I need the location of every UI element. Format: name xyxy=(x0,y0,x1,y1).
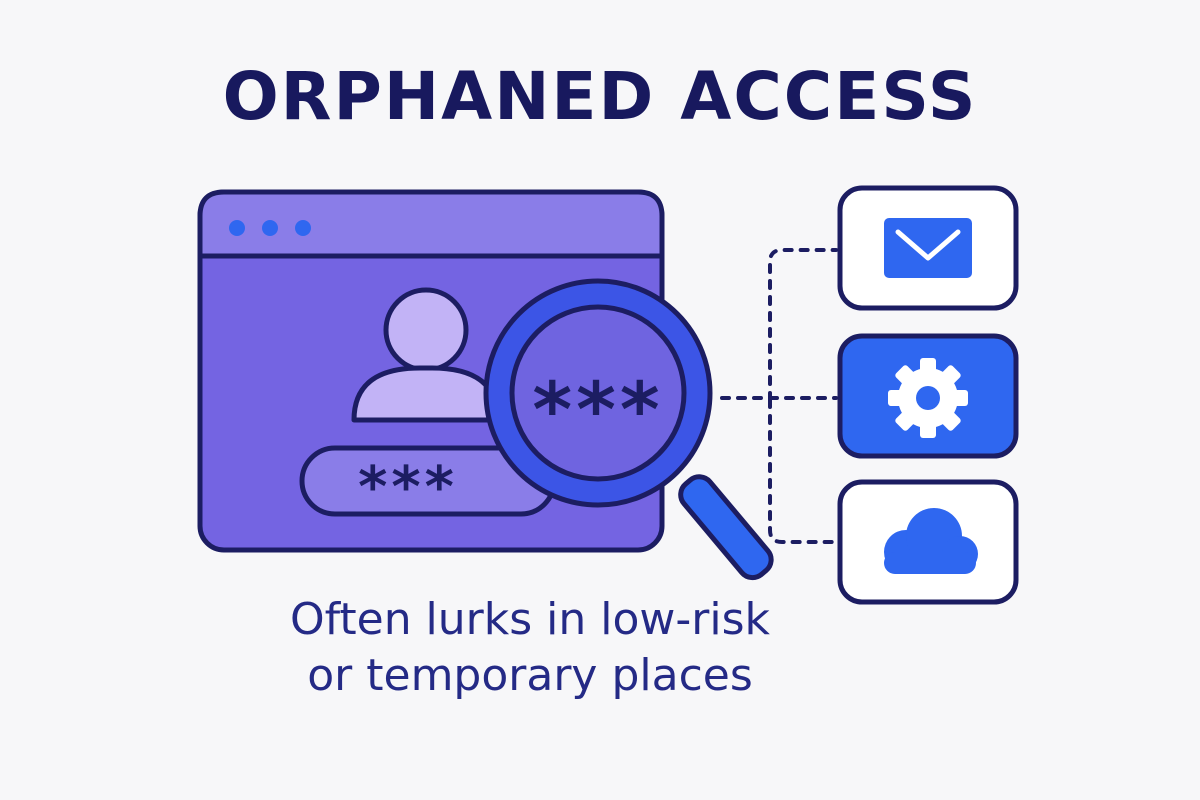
magnifier-handle xyxy=(678,474,774,581)
window-dot-1 xyxy=(229,220,245,236)
envelope-icon xyxy=(884,218,972,278)
user-avatar-icon xyxy=(351,287,501,423)
gear-icon xyxy=(888,358,968,438)
service-settings-card xyxy=(837,333,1019,459)
connector-to-cloud xyxy=(768,398,838,544)
magnifier-lens xyxy=(509,304,687,482)
window-dot-2 xyxy=(262,220,278,236)
password-mask: *** xyxy=(358,455,458,520)
caption-line-1: Often lurks in low-risk xyxy=(290,594,770,645)
magnifying-glass-icon: *** xyxy=(483,278,774,581)
caption: Often lurks in low-risk or temporary pla… xyxy=(250,592,810,704)
cloud-icon xyxy=(884,508,978,574)
caption-line-2: or temporary places xyxy=(307,650,753,701)
magnified-password-mask: *** xyxy=(532,365,663,454)
connector-lines xyxy=(720,248,838,544)
window-dot-3 xyxy=(295,220,311,236)
window-title-bar xyxy=(197,189,665,259)
service-email-card xyxy=(837,185,1019,311)
service-cloud-card xyxy=(837,479,1019,605)
page-title: ORPHANED ACCESS xyxy=(222,58,978,135)
connector-to-email xyxy=(768,248,838,402)
